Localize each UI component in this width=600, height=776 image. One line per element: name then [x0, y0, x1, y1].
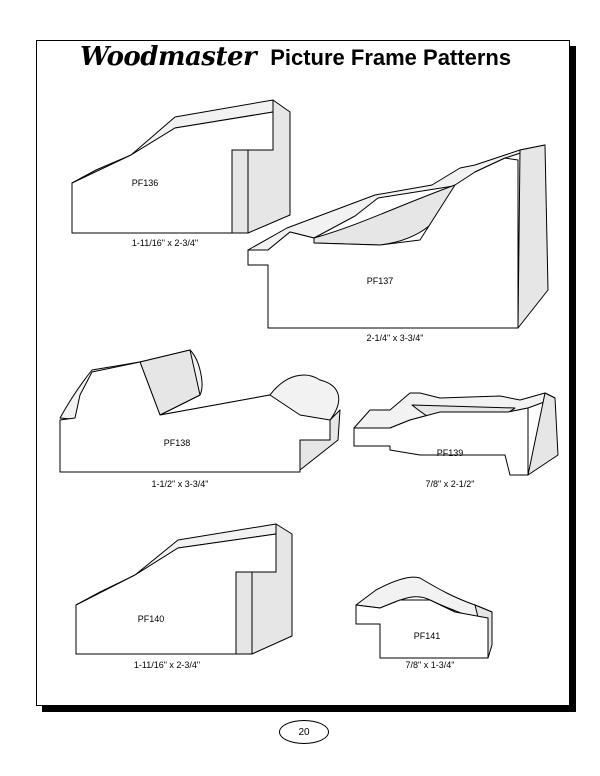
pf137-size: 2-1/4" x 3-3/4" — [366, 333, 424, 343]
pf139-size: 7/8" x 2-1/2" — [425, 479, 475, 489]
page-number: 20 — [279, 720, 329, 744]
pf141-size: 7/8" x 1-3/4" — [405, 660, 455, 670]
pf138-code: PF138 — [163, 438, 191, 448]
profile-pf138 — [59, 349, 341, 473]
pf136-code: PF136 — [131, 178, 159, 188]
page-header: Woodmaster Picture Frame Patterns — [80, 42, 511, 78]
pf136-size: 1-11/16" x 2-3/4" — [131, 238, 199, 248]
profile-pf137 — [247, 144, 549, 329]
page-title: Picture Frame Patterns — [270, 45, 512, 70]
pf140-code: PF140 — [137, 614, 165, 624]
pf137-code: PF137 — [366, 276, 394, 286]
profile-pf141 — [355, 576, 493, 659]
profile-pf140 — [75, 523, 293, 655]
profile-pf139 — [353, 392, 559, 476]
pf139-code: PF139 — [436, 448, 464, 458]
pf141-code: PF141 — [413, 631, 441, 641]
brand-logo: Woodmaster — [80, 42, 257, 72]
profile-pf136 — [71, 99, 291, 234]
pf138-size: 1-1/2" x 3-3/4" — [151, 479, 209, 489]
pf140-size: 1-11/16" x 2-3/4" — [133, 660, 201, 670]
